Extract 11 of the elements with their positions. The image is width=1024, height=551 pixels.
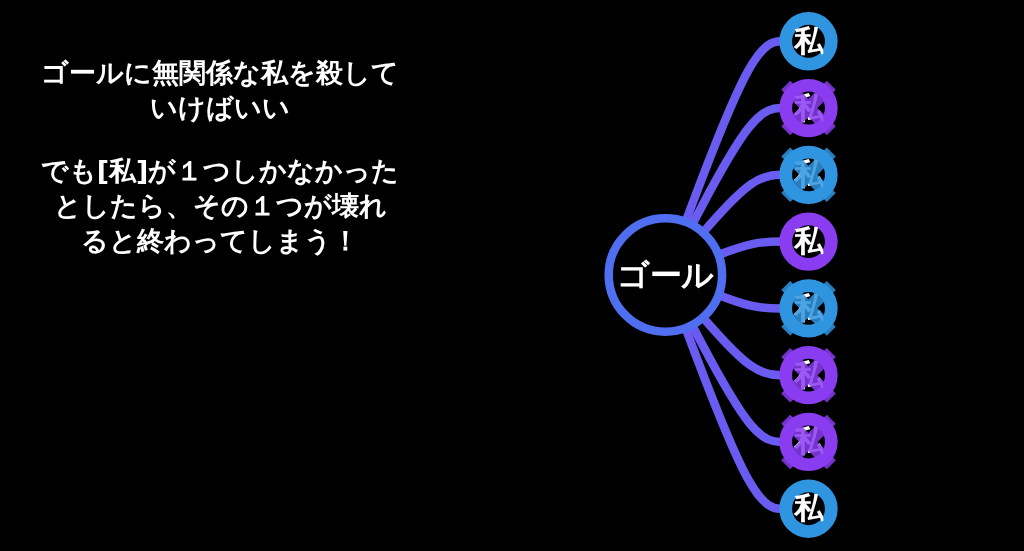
node-label: 私 xyxy=(793,290,824,326)
node-label: 私 xyxy=(793,357,824,393)
note-text: ゴールに無関係な私を殺していけばいい xyxy=(40,56,400,126)
node-circle: 私 xyxy=(779,479,838,538)
node-circle: 私 xyxy=(779,212,838,271)
node-circle: ゴール xyxy=(604,214,727,336)
note-text: でも[私]が１つしかなかったとしたら、その１つが壊れると終わってしまう！ xyxy=(40,154,400,259)
node-label: 私 xyxy=(793,90,824,126)
node-label: 私 xyxy=(793,423,824,459)
node-circle: 私 xyxy=(779,12,838,71)
node-label: 私 xyxy=(793,156,824,192)
